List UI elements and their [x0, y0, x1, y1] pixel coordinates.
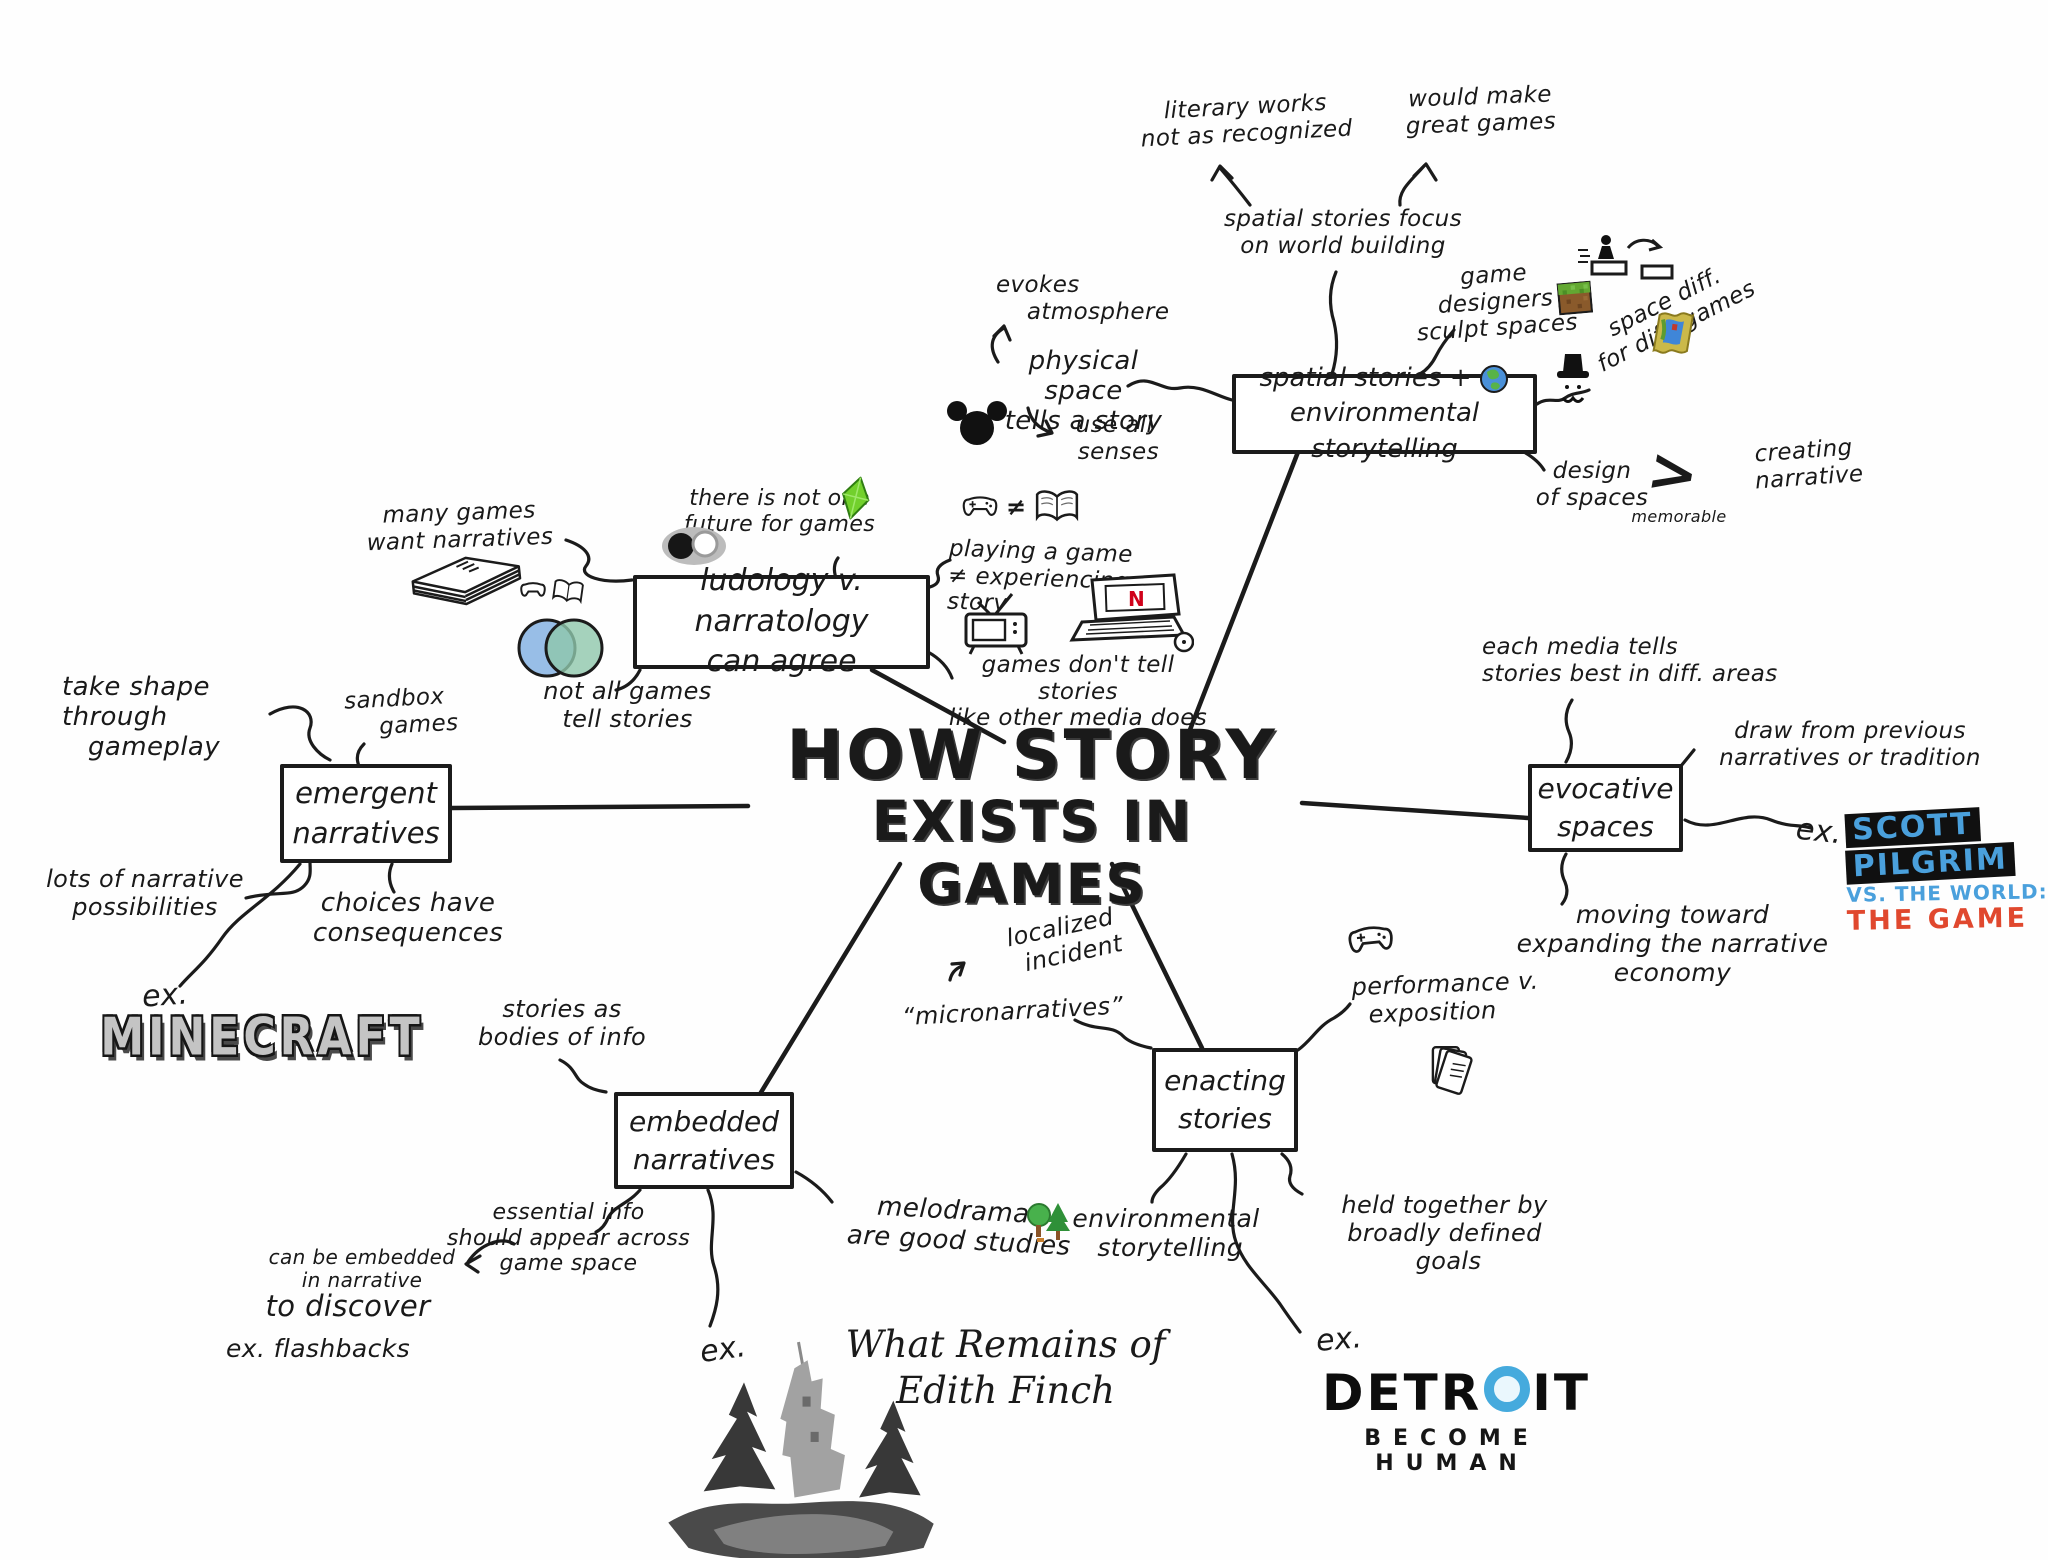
gamepad-outline-icon [1346, 920, 1396, 965]
detroit-become-human-logo: DETR IT BECOME HUMAN [1322, 1364, 1588, 1476]
game-map-icon [1648, 305, 1697, 364]
scott-pilgrim-line2: PILGRIM [1845, 841, 2016, 884]
note-sandbox-games: sandbox games [332, 683, 460, 742]
central-title: HOW STORY EXISTS IN GAMES [752, 722, 1312, 917]
note-moving-toward: moving toward expanding the narrative ec… [1516, 900, 1829, 987]
node-emergent-label: emergent narratives [292, 776, 440, 850]
node-emergent-narratives: emergent narratives [280, 764, 452, 863]
note-memorable: memorable [1631, 507, 1727, 526]
detroit-logo-subtitle: BECOME HUMAN [1364, 1426, 1540, 1476]
node-evocative-spaces: evocative spaces [1528, 764, 1683, 852]
arrow-use-senses [1026, 406, 1052, 434]
note-stories-bodies-info: stories as bodies of info [477, 995, 647, 1051]
venn-diagram-icon [514, 608, 608, 684]
note-games-dont-tell: games don't tell stories like other medi… [948, 652, 1208, 732]
arrow-localized-incident [948, 964, 964, 982]
minecraft-grass-block-icon [1556, 280, 1594, 320]
node-enacting-stories: enacting stories [1152, 1048, 1298, 1152]
main-branch-lines [449, 449, 1531, 1097]
node-spatial-label-line1: spatial stories + [1259, 363, 1472, 394]
node-embedded-label: embedded narratives [628, 1104, 780, 1176]
sims-plumbob-icon [835, 473, 876, 527]
note-can-be-embedded: can be embedded in narrative [268, 1245, 456, 1293]
money-stack-icon [395, 541, 536, 621]
game-vs-book-icons: ≠ [962, 490, 1080, 524]
node-ludology-v-narratology: ludology v. narratology can agree [633, 563, 930, 679]
node-enacting-label: enacting stories [1164, 1064, 1286, 1135]
example-label-evocative: ex. [1794, 811, 1844, 852]
card-stack-icon [1422, 1037, 1480, 1107]
node-embedded-narratives: embedded narratives [614, 1092, 794, 1189]
arrow-to-literary-works [1210, 164, 1234, 182]
note-choices-consequences: choices have consequences [312, 888, 504, 949]
note-ex-flashbacks: ex. flashbacks [226, 1334, 411, 1363]
detroit-logo-post: IT [1532, 1364, 1591, 1422]
enacting-connectors [948, 961, 1352, 1334]
minecraft-logo: MINECRAFT [100, 1007, 424, 1068]
node-evocative-label: evocative spaces [1537, 772, 1674, 843]
node-spatial-stories: spatial stories + environmental storytel… [1232, 363, 1537, 464]
note-physical-space: physical space tells a story [1004, 346, 1163, 437]
tv-icon [956, 584, 1038, 660]
open-book-icon [1035, 490, 1079, 522]
gamepad-icon [962, 496, 998, 516]
note-environmental-storytelling: environmental storytelling [1072, 1204, 1260, 1262]
note-spatial-focus-worldbuilding: spatial stories focus on world building [1223, 206, 1463, 259]
note-draw-from-previous: draw from previous narratives or traditi… [1719, 718, 1981, 771]
note-lots-of-possibilities: lots of narrative possibilities [46, 865, 244, 921]
tophat-mustache-icon [1556, 352, 1590, 412]
netflix-laptop-icon: N [1062, 572, 1195, 662]
platformer-doodle-icon [1576, 232, 1678, 290]
mickey-silhouette-icon [944, 398, 1010, 452]
spatial-connectors [990, 162, 1591, 472]
note-design-of-spaces: design of spaces [1535, 458, 1649, 511]
arrow-can-be-embedded [466, 1239, 516, 1264]
note-essential-info: essential info should appear across game… [446, 1200, 691, 1277]
note-take-shape-gameplay: take shape through gameplay [62, 672, 221, 763]
scott-pilgrim-logo: SCOTT PILGRIM VS. THE WORLD: THE GAME [1844, 807, 2048, 937]
note-would-make-great-games: would make great games [1405, 81, 1557, 140]
globe-icon [1480, 364, 1509, 393]
netflix-n-icon: N [1128, 587, 1145, 611]
finch-house-drawing [642, 1336, 957, 1560]
ludology-connectors [564, 538, 954, 692]
note-each-media: each media tells stories best in diff. a… [1482, 634, 1778, 687]
emergent-connectors [178, 705, 396, 988]
node-spatial-label-line2: environmental storytelling [1289, 398, 1488, 464]
title-line-1: HOW STORY [786, 716, 1278, 795]
title-line-2: EXISTS IN GAMES [871, 789, 1193, 917]
note-performance-exposition: performance v. exposition [1351, 966, 1540, 1029]
note-evokes-atmosphere: evokes atmosphere [996, 272, 1170, 325]
not-equal-icon: ≠ [1006, 493, 1027, 521]
go-stones-icon [660, 524, 728, 572]
detroit-led-ring-icon [1484, 1366, 1531, 1412]
note-not-all-games: not all games tell stories [543, 677, 712, 733]
embedded-connectors [464, 1058, 834, 1328]
note-creating-narrative: creating narrative [1746, 434, 1865, 495]
note-held-together: held together by broadly defined goals [1341, 1191, 1548, 1275]
trees-icon [1024, 1200, 1074, 1252]
detroit-logo-pre: DETR [1322, 1364, 1483, 1422]
scott-pilgrim-line1: SCOTT [1844, 807, 1981, 848]
node-ludology-label: ludology v. narratology can agree [694, 563, 869, 680]
edith-finch-title: What Remains of Edith Finch [845, 1323, 1166, 1413]
mini-game-book-icons [520, 579, 584, 605]
note-use-all-senses: use all senses [1075, 412, 1159, 465]
arrow-to-would-make [1412, 162, 1438, 182]
note-to-discover: to discover [265, 1289, 431, 1323]
scott-pilgrim-line4: THE GAME [1846, 902, 2029, 937]
example-label-enacting: ex. [1314, 1320, 1364, 1359]
